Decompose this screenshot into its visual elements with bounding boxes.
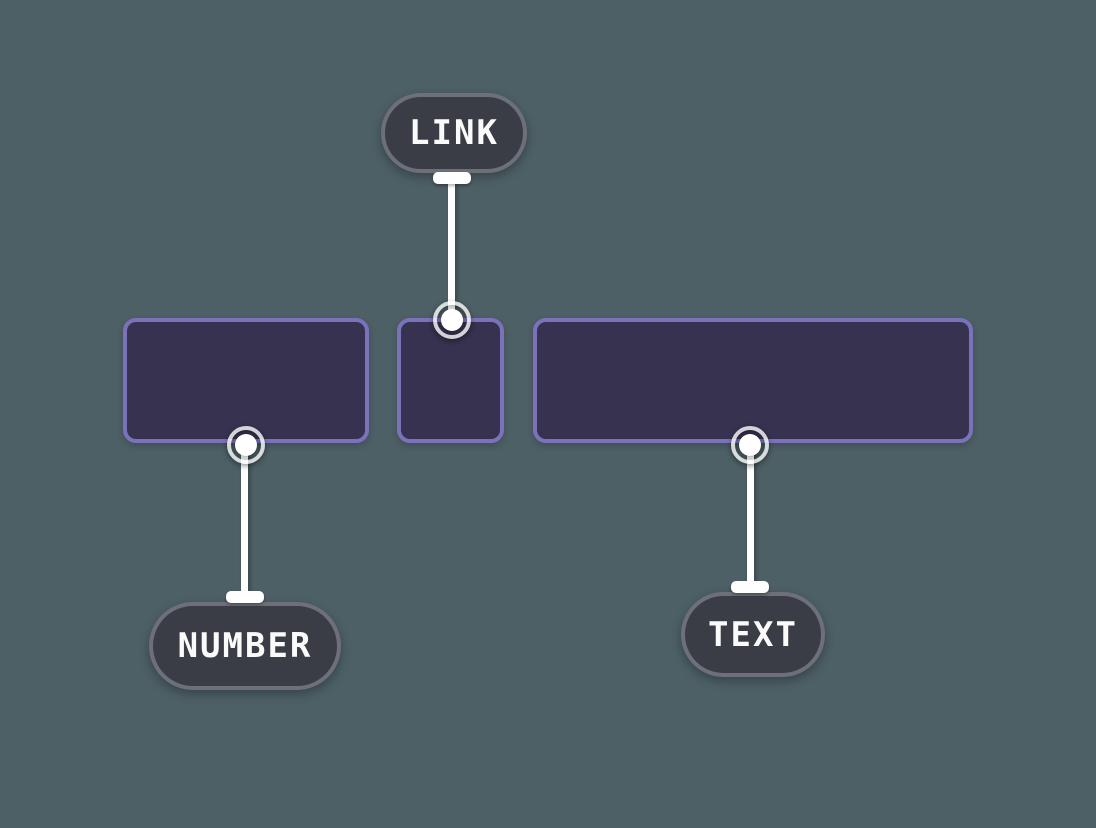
chip-link[interactable]: LINK [381,93,527,173]
connection-string-link [448,178,455,320]
chip-link-label: LINK [409,113,499,153]
chip-number[interactable]: NUMBER [149,602,341,690]
drop-slot-right[interactable] [533,318,973,443]
drop-slot-left[interactable] [123,318,369,443]
chip-number-label: NUMBER [177,626,313,666]
connector-plug-link[interactable] [433,301,471,339]
string-anchor-number [226,591,264,603]
connection-string-number [241,445,248,597]
chip-text[interactable]: TEXT [681,592,825,677]
connector-plug-text[interactable] [731,426,769,464]
chip-text-label: TEXT [708,614,798,655]
string-anchor-text [731,581,769,593]
connection-string-text [747,445,754,585]
string-anchor-link [433,172,471,184]
connector-plug-number[interactable] [227,426,265,464]
